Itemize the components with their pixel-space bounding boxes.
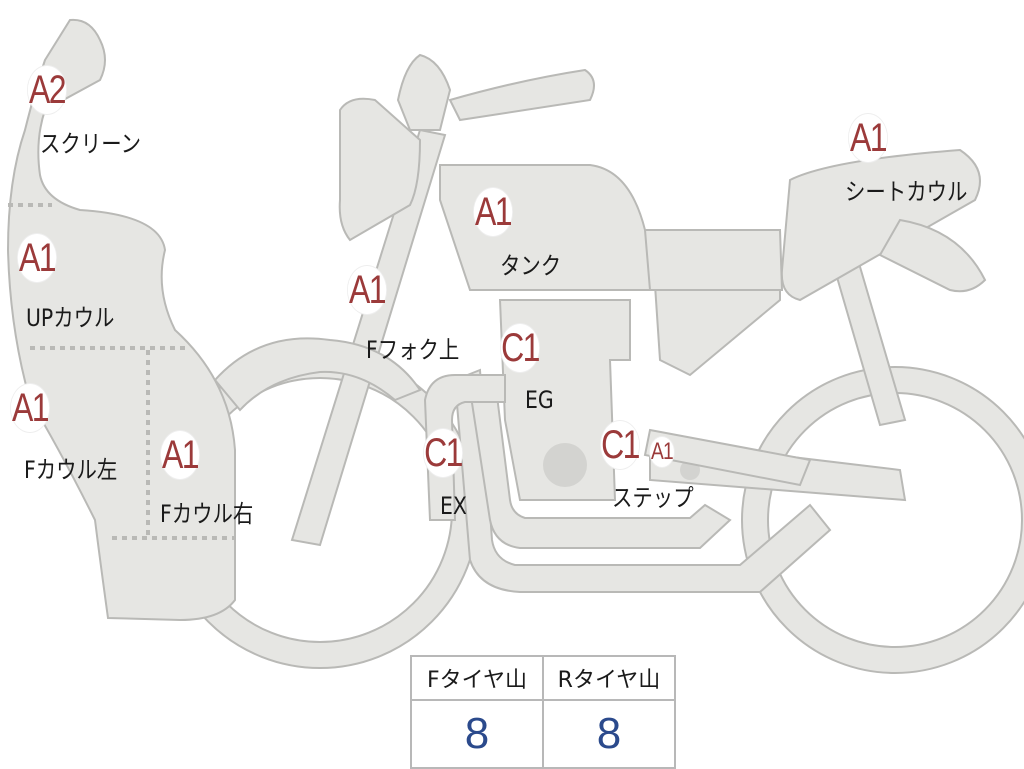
rear-tire-value: 8: [542, 699, 676, 769]
part-label-f-cowl-right: Fカウル右: [160, 500, 254, 528]
rear-wheel: [742, 367, 1024, 673]
grade-badge-up-cowl: A1: [17, 234, 57, 282]
grade-badge-f-cowl-right: A1: [160, 431, 200, 479]
part-label-up-cowl: UPカウル: [26, 304, 115, 332]
grade-badge-exhaust: C1: [423, 429, 463, 477]
grade-badge-f-fork-upper: A1: [347, 266, 387, 314]
grade-badge-step-secondary: A1: [650, 437, 674, 467]
part-label-exhaust: EX: [440, 492, 467, 520]
part-label-tank: タンク: [500, 252, 562, 280]
mirror-stem: [396, 53, 452, 131]
part-label-f-cowl-left: Fカウル左: [24, 456, 118, 484]
exhaust-pipe: [423, 374, 506, 521]
grade-badge-seat-cowl: A1: [848, 114, 888, 162]
front-fender: [213, 337, 422, 412]
part-label-step: ステップ: [612, 484, 694, 512]
seat-cowl: [780, 148, 981, 302]
front-fork: [290, 128, 447, 547]
headlight: [338, 97, 422, 242]
tire-tread-table: Fタイヤ山 Rタイヤ山 8 8: [410, 655, 676, 769]
grade-badge-step: C1: [600, 421, 640, 469]
grade-badge-f-cowl-left: A1: [10, 384, 50, 432]
rear-tire-header: Rタイヤ山: [542, 655, 676, 701]
part-label-f-fork-upper: Fフォク上: [366, 336, 460, 364]
grade-badge-screen: A2: [27, 66, 67, 114]
rear-subframe: [653, 284, 781, 377]
grade-badge-engine: C1: [500, 324, 540, 372]
front-tire-value: 8: [410, 699, 544, 769]
front-tire-header: Fタイヤ山: [410, 655, 544, 701]
engine-cover: [543, 443, 587, 487]
part-label-seat-cowl: シートカウル: [845, 178, 968, 206]
seat: [638, 229, 784, 291]
grade-badge-tank: A1: [473, 188, 513, 236]
tail-light: [878, 218, 987, 293]
handlebar: [448, 68, 595, 122]
part-label-screen: スクリーン: [40, 130, 141, 158]
frame-lower: [453, 368, 832, 593]
step-bar: [643, 428, 812, 487]
part-label-engine: EG: [525, 386, 554, 414]
